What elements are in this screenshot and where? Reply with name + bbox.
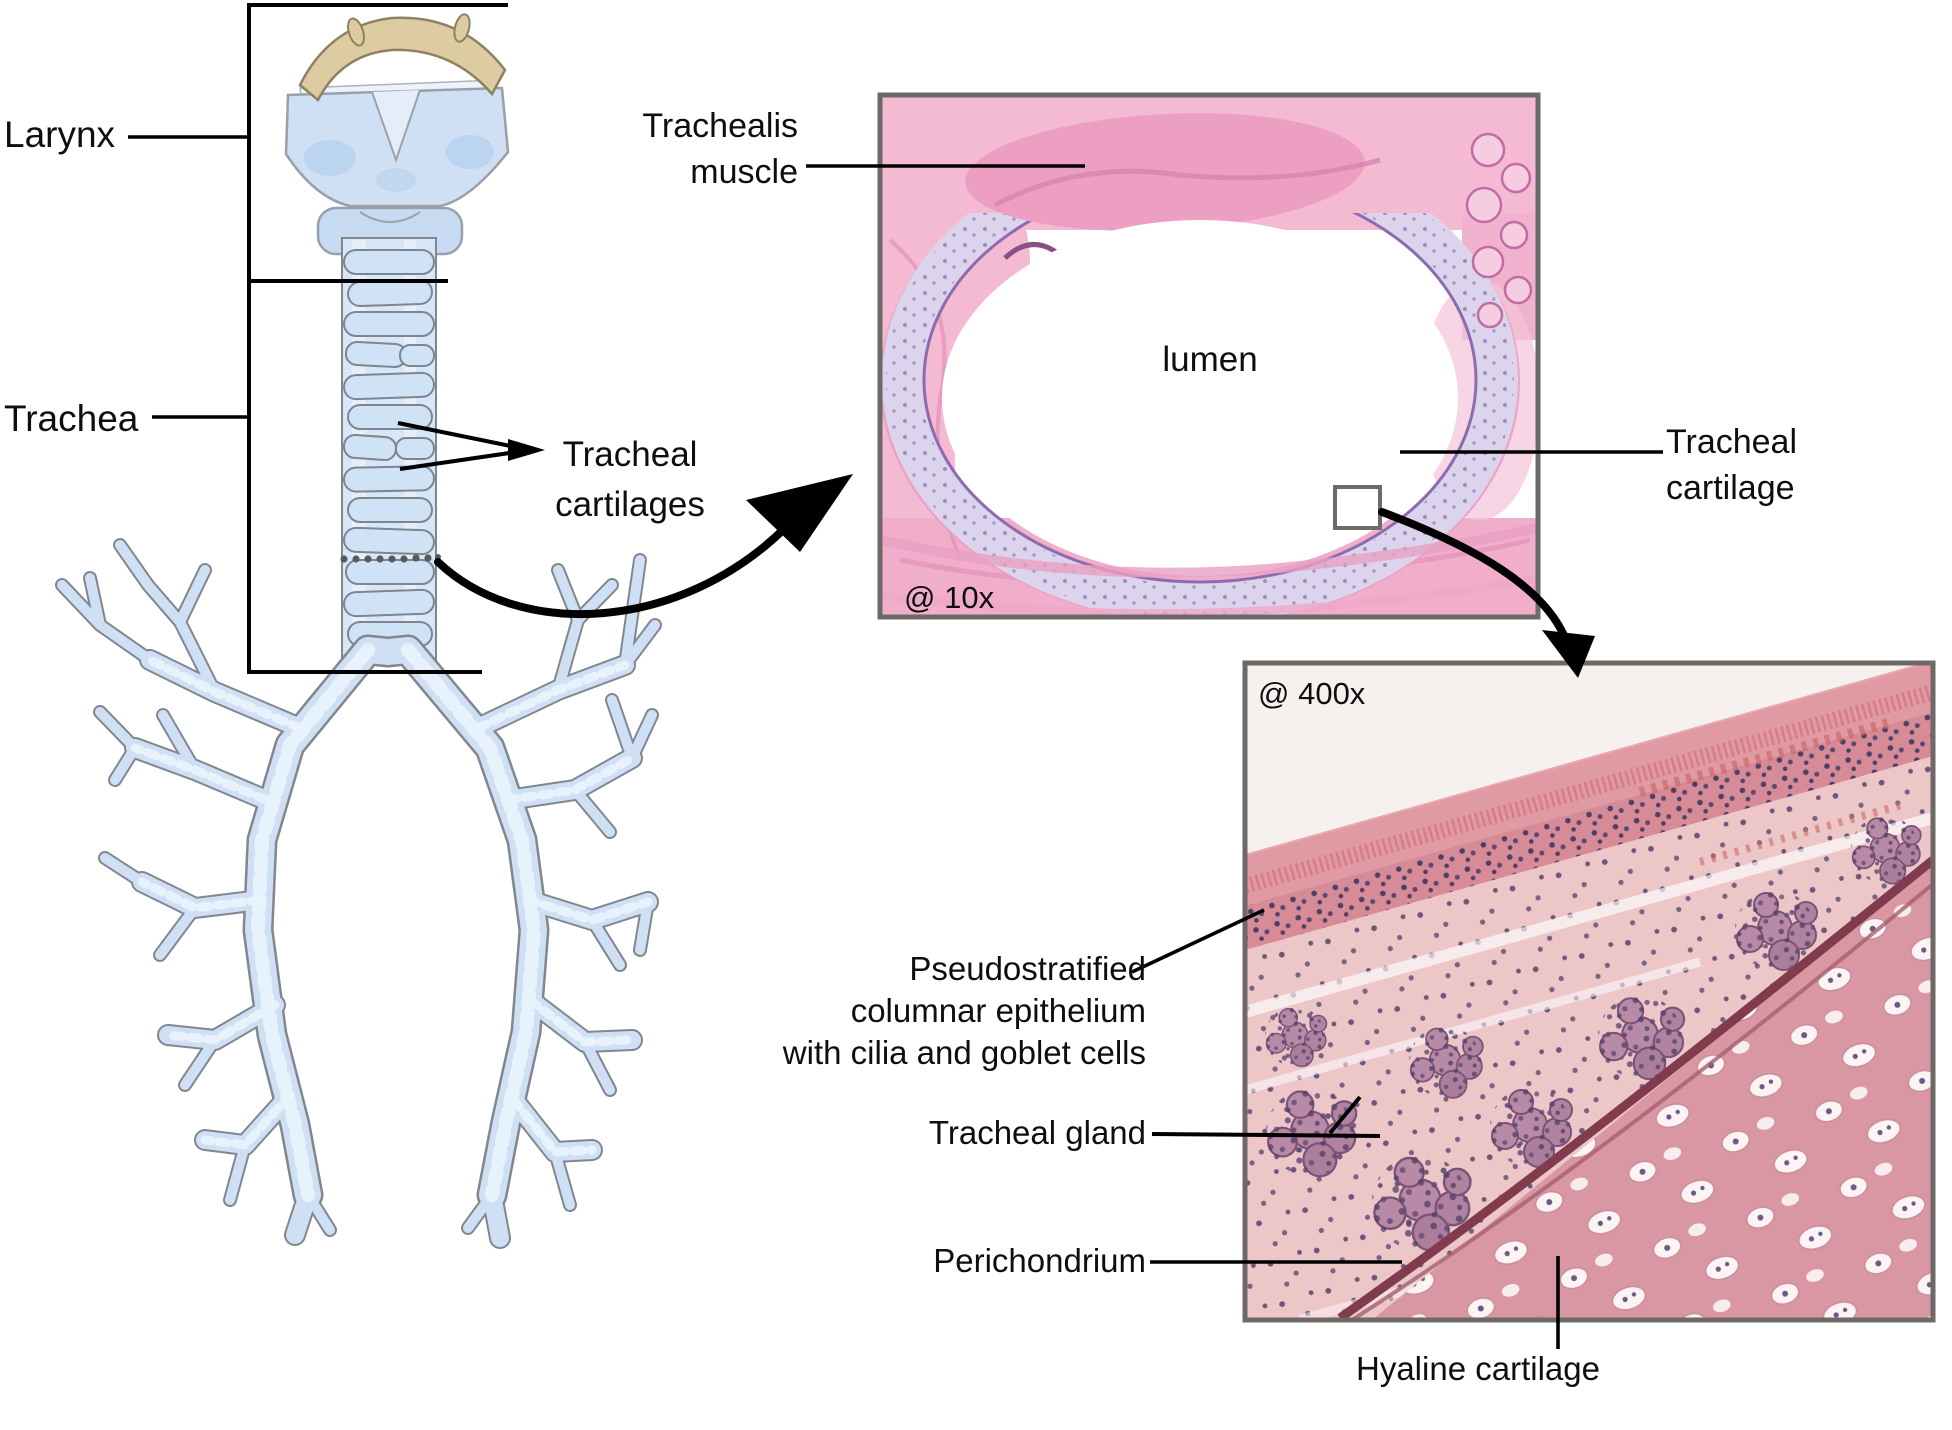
bronchial-tree-illustration — [55, 538, 662, 1249]
micrograph-10x — [877, 92, 1541, 620]
pseudostratified-line3: with cilia and goblet cells — [782, 1033, 1146, 1071]
tracheal-cartilage-line1: Tracheal — [1666, 423, 1798, 461]
larynx-label: Larynx — [4, 114, 116, 155]
micrograph-10x-frame — [877, 92, 1541, 620]
micrograph-400x — [1242, 660, 1936, 1323]
tracheal-gland-label: Tracheal gland — [928, 1114, 1146, 1151]
perichondrium-label: Perichondrium — [933, 1242, 1146, 1279]
annotations — [128, 135, 1663, 1349]
magnification-400x-label: @ 400x — [1258, 676, 1366, 711]
trachea-label: Trachea — [4, 398, 139, 439]
trachealis-line1: Trachealis — [642, 107, 798, 145]
pseudostratified-line2: columnar epithelium — [850, 991, 1146, 1029]
tracheal-gland-pointer — [1151, 1095, 1381, 1138]
tracheal-cartilages-line2: cartilages — [555, 484, 705, 524]
hyaline-cartilage-label: Hyaline cartilage — [1356, 1350, 1600, 1387]
arrow-to-400x — [1378, 508, 1595, 678]
trachealis-muscle-label: Trachealis muscle — [556, 104, 798, 196]
bracket-ticks — [249, 279, 482, 674]
pseudostratified-line1: Pseudostratified — [909, 950, 1146, 987]
lumen-label: lumen — [1162, 340, 1258, 379]
pseudostratified-pointer-line — [1131, 908, 1265, 974]
larynx-trachea-bracket — [247, 3, 508, 674]
pseudostratified-label: Pseudostratified columnar epithelium wit… — [600, 948, 1146, 1074]
tracheal-cartilage-label: Tracheal cartilage — [1666, 420, 1797, 512]
tracheal-cartilage-line2: cartilage — [1666, 468, 1795, 507]
larynx-illustration — [284, 13, 510, 256]
zoom-region-box — [1333, 485, 1382, 530]
trachea-illustration — [341, 237, 437, 663]
micrograph-400x-frame — [1242, 660, 1936, 1323]
arrow-to-10x — [434, 474, 853, 619]
tracheal-cartilages-label: Tracheal cartilages — [540, 430, 720, 529]
magnification-10x-label: @ 10x — [904, 580, 995, 615]
trachealis-line2: muscle — [690, 152, 798, 191]
tracheal-cartilages-line1: Tracheal — [562, 435, 698, 474]
